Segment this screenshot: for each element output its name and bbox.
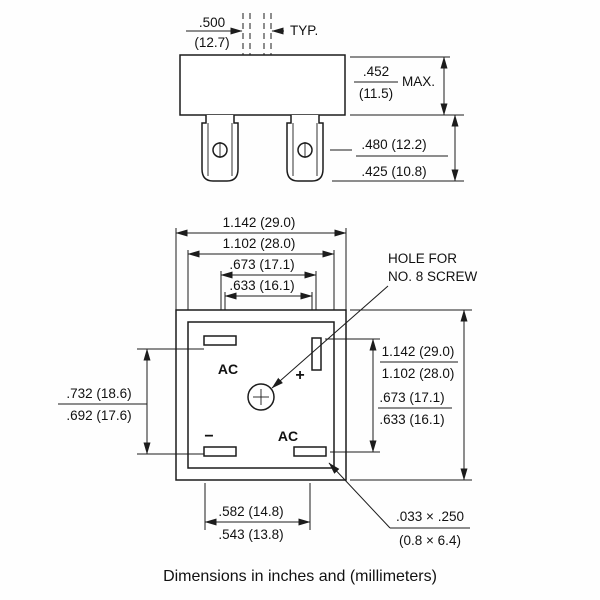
dim-plan-bottom-inner: .543 (13.8) [218,527,283,542]
body-height-dimension: .452 (11.5) MAX. [350,56,464,116]
terminal-slots [203,335,327,457]
dim-lead-spacing-in: .500 [199,15,225,30]
callout-slot-inches: .033 × .250 [396,509,464,524]
label-plus: + [295,367,304,384]
hole-callout-leader [271,285,389,389]
component-body-outline [179,54,346,116]
plan-view: 1.142 (29.0) 1.102 (28.0) .673 (17.1) .6… [58,215,478,548]
dim-body-height-mm: (11.5) [359,86,393,101]
terminal-left [201,115,239,182]
callout-hole-line1: HOLE FOR [388,251,457,266]
callout-hole-line2: NO. 8 SCREW [388,269,478,284]
dim-body-height-in: .452 [363,64,389,79]
side-view: .500 (12.7) TYP. .452 [179,13,464,182]
label-ac-bottom: AC [278,428,298,444]
lead-length-dimensions: .480 (12.2) .425 (10.8) [330,114,464,182]
plan-bottom-dimensions: .582 (14.8) .543 (13.8) [204,483,311,542]
dim-typ-label: TYP. [290,23,318,38]
plan-right-dimensions: 1.142 (29.0) 1.102 (28.0) .673 (17.1) .6… [325,309,472,481]
dim-lead-length-outer: .480 (12.2) [361,137,426,152]
dim-plan-height-slot-outer: .673 (17.1) [379,390,444,405]
dim-plan-height-slot-inner: .633 (16.1) [379,412,444,427]
dim-plan-bottom-outer: .582 (14.8) [218,504,283,519]
dim-plan-height-outer: 1.142 (29.0) [382,344,455,359]
label-ac-top: AC [218,361,238,377]
dim-plan-left-outer: .732 (18.6) [66,386,131,401]
dim-plan-height-inner: 1.102 (28.0) [382,366,455,381]
slot-bottom-left [203,446,237,457]
slot-callout-leader [328,462,391,529]
dim-plan-width-inner: 1.102 (28.0) [223,236,296,251]
callout-slot-mm: (0.8 × 6.4) [399,533,461,548]
dim-lead-spacing-mm: (12.7) [194,35,229,50]
dim-max-label: MAX. [402,74,435,89]
slot-size-callout: .033 × .250 (0.8 × 6.4) [328,462,470,548]
polarity-labels: AC + − AC [204,361,304,445]
hole-callout: HOLE FOR NO. 8 SCREW [271,251,478,389]
slot-right [311,337,322,371]
drawing-caption: Dimensions in inches and (millimeters) [163,568,437,585]
plan-left-dimensions: .732 (18.6) .692 (17.6) [58,348,204,455]
lead-spacing-dimension: .500 (12.7) TYP. [186,15,318,50]
slot-bottom-right [293,446,327,457]
slot-top-left [203,335,237,346]
dim-plan-width-slot-outer: .673 (17.1) [229,257,294,272]
dim-lead-length-inner: .425 (10.8) [361,164,426,179]
terminal-right [286,115,324,182]
mounting-hole [247,383,275,411]
dim-plan-left-inner: .692 (17.6) [66,408,131,423]
label-minus: − [204,428,213,445]
dim-plan-width-outer: 1.142 (29.0) [223,215,296,230]
dim-plan-width-slot-inner: .633 (16.1) [229,278,294,293]
plan-top-dimensions: 1.142 (29.0) 1.102 (28.0) .673 (17.1) .6… [175,215,347,338]
